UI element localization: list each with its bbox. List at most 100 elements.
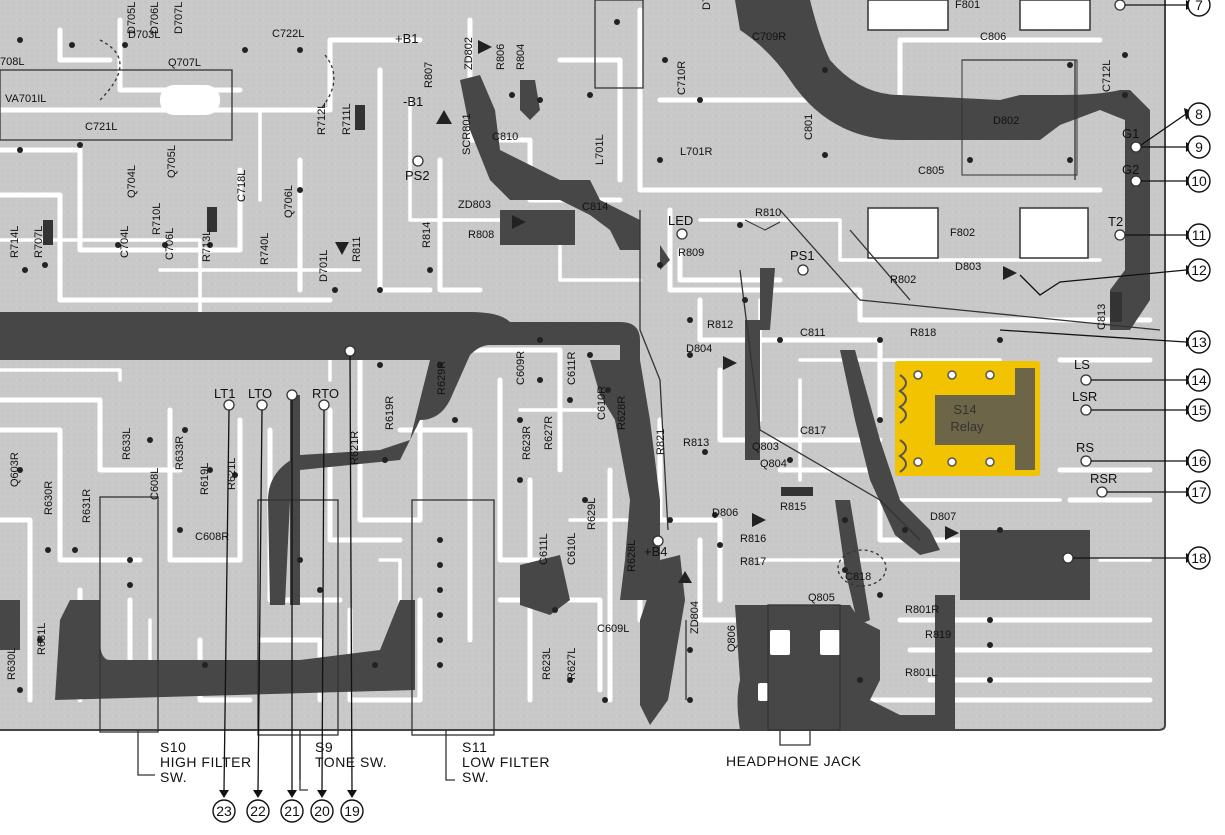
point-label-b1-minus: -B1 bbox=[403, 94, 423, 109]
component-label: R818 bbox=[910, 327, 936, 339]
connector-number: 17 bbox=[1191, 484, 1207, 500]
connector-labels: G1 G2 T2 LS LSR RS RSR bbox=[1072, 126, 1139, 486]
component-label: R813 bbox=[683, 437, 709, 449]
component-label: D807 bbox=[930, 511, 956, 523]
component-label: C704L bbox=[119, 226, 131, 258]
component-bodies bbox=[43, 0, 1122, 583]
component-label: SCR801 bbox=[461, 113, 473, 155]
connector-number: 8 bbox=[1195, 106, 1203, 122]
component-label: C610L bbox=[566, 533, 578, 565]
switch-s10-line2: SW. bbox=[160, 769, 187, 785]
connector-label-ls: LS bbox=[1074, 357, 1090, 372]
component-label: L701R bbox=[680, 146, 712, 158]
component-label: C611L bbox=[538, 533, 550, 565]
component-label: R631L bbox=[36, 623, 48, 655]
relay-s14-highlight[interactable]: S14 Relay bbox=[895, 361, 1040, 476]
component-label: Q803 bbox=[752, 441, 779, 453]
point-label-b4: +B4 bbox=[644, 544, 668, 559]
component-label: D806 bbox=[712, 507, 738, 519]
switch-s11-ref: S11 bbox=[462, 739, 487, 755]
component-label: R714L bbox=[9, 226, 21, 258]
connector-number: 7 bbox=[1195, 0, 1203, 13]
component-label: R629L bbox=[586, 498, 598, 530]
component-label: R816 bbox=[740, 533, 766, 545]
relay-name-label: Relay bbox=[950, 419, 984, 434]
component-label: C718L bbox=[236, 170, 248, 202]
component-label: D707L bbox=[173, 2, 185, 34]
connector-number: 15 bbox=[1191, 402, 1207, 418]
component-label: R806 bbox=[495, 44, 507, 70]
component-label: Q804 bbox=[760, 458, 787, 470]
connector-numbers: 7 8 9 10 11 12 13 14 15 16 17 18 19 20 2… bbox=[216, 0, 1207, 819]
component-label: F801 bbox=[955, 0, 980, 11]
component-label: C810 bbox=[492, 131, 518, 143]
component-label: R812 bbox=[707, 319, 733, 331]
connector-number: 11 bbox=[1192, 227, 1207, 243]
component-label: D802 bbox=[993, 115, 1019, 127]
switch-s10-line1: HIGH FILTER bbox=[160, 754, 252, 770]
component-label: R802 bbox=[890, 274, 916, 286]
component-label: R633L bbox=[121, 428, 133, 460]
point-label-lt1: LT1 bbox=[214, 386, 235, 401]
connector-circles bbox=[212, 0, 1211, 823]
component-label: C721L bbox=[85, 121, 117, 133]
component-label: C706L bbox=[164, 228, 176, 260]
component-label: F802 bbox=[950, 227, 975, 239]
connector-label-g1: G1 bbox=[1122, 126, 1139, 141]
component-label: R809 bbox=[678, 247, 704, 259]
component-label: C813 bbox=[1096, 304, 1108, 330]
component-label: C610R bbox=[596, 386, 608, 420]
component-label: C712L bbox=[1101, 60, 1113, 92]
symbol-outlines bbox=[0, 0, 1161, 791]
connector-number: 9 bbox=[1195, 139, 1203, 155]
component-label: Q704L bbox=[126, 165, 138, 198]
component-label: D705L bbox=[126, 2, 138, 34]
component-label: C609L bbox=[597, 623, 629, 635]
component-label: C608L bbox=[149, 468, 161, 500]
component-label: Q705L bbox=[166, 145, 178, 178]
component-labels: D703L D705L D706L D707L Q707L C722L VA70… bbox=[0, 0, 1113, 680]
component-label: R801L bbox=[905, 667, 937, 679]
component-label: R623R bbox=[521, 426, 533, 460]
component-label: C818 bbox=[845, 571, 871, 583]
component-label: R633R bbox=[174, 436, 186, 470]
connector-number: 19 bbox=[344, 803, 360, 819]
component-label: Q603R bbox=[9, 452, 21, 487]
component-label: R619L bbox=[199, 463, 211, 495]
component-label: R619R bbox=[384, 396, 396, 430]
component-label: D701L bbox=[318, 250, 330, 282]
switch-s9-ref: S9 bbox=[315, 739, 333, 755]
switch-s10-ref: S10 bbox=[160, 739, 186, 755]
test-points bbox=[223, 0, 1142, 564]
component-label: R817 bbox=[740, 556, 766, 568]
component-label: C722L bbox=[272, 28, 304, 40]
component-label: D804 bbox=[686, 343, 712, 355]
component-label: ZD803 bbox=[458, 199, 491, 211]
component-label: R627R bbox=[543, 416, 555, 450]
component-label: C710R bbox=[676, 61, 688, 95]
component-label: Q707L bbox=[168, 57, 201, 69]
component-label: Q706L bbox=[283, 185, 295, 218]
component-label: C814 bbox=[582, 201, 608, 213]
connector-number: 18 bbox=[1191, 550, 1207, 566]
component-label: D709R bbox=[701, 0, 713, 10]
point-label-led: LED bbox=[668, 213, 693, 228]
component-label: Q805 bbox=[808, 592, 835, 604]
component-label: R808 bbox=[468, 229, 494, 241]
component-label: R811 bbox=[351, 237, 363, 262]
component-label: R710L bbox=[151, 203, 163, 235]
component-label: C811 bbox=[800, 327, 825, 339]
switch-s9-line1: TONE SW. bbox=[315, 754, 387, 770]
component-label: R630L bbox=[6, 648, 18, 680]
switch-s11-line2: SW. bbox=[462, 769, 489, 785]
component-label: R628L bbox=[626, 540, 638, 572]
component-label: R740L bbox=[259, 233, 271, 265]
component-label: C608R bbox=[195, 531, 229, 543]
component-label: C805 bbox=[918, 165, 944, 177]
connector-label-rs: RS bbox=[1076, 440, 1094, 455]
connector-number: 16 bbox=[1191, 453, 1207, 469]
component-label: R814 bbox=[421, 222, 433, 248]
connector-label-lsr: LSR bbox=[1072, 389, 1097, 404]
point-label-rto: RTO bbox=[312, 386, 339, 401]
